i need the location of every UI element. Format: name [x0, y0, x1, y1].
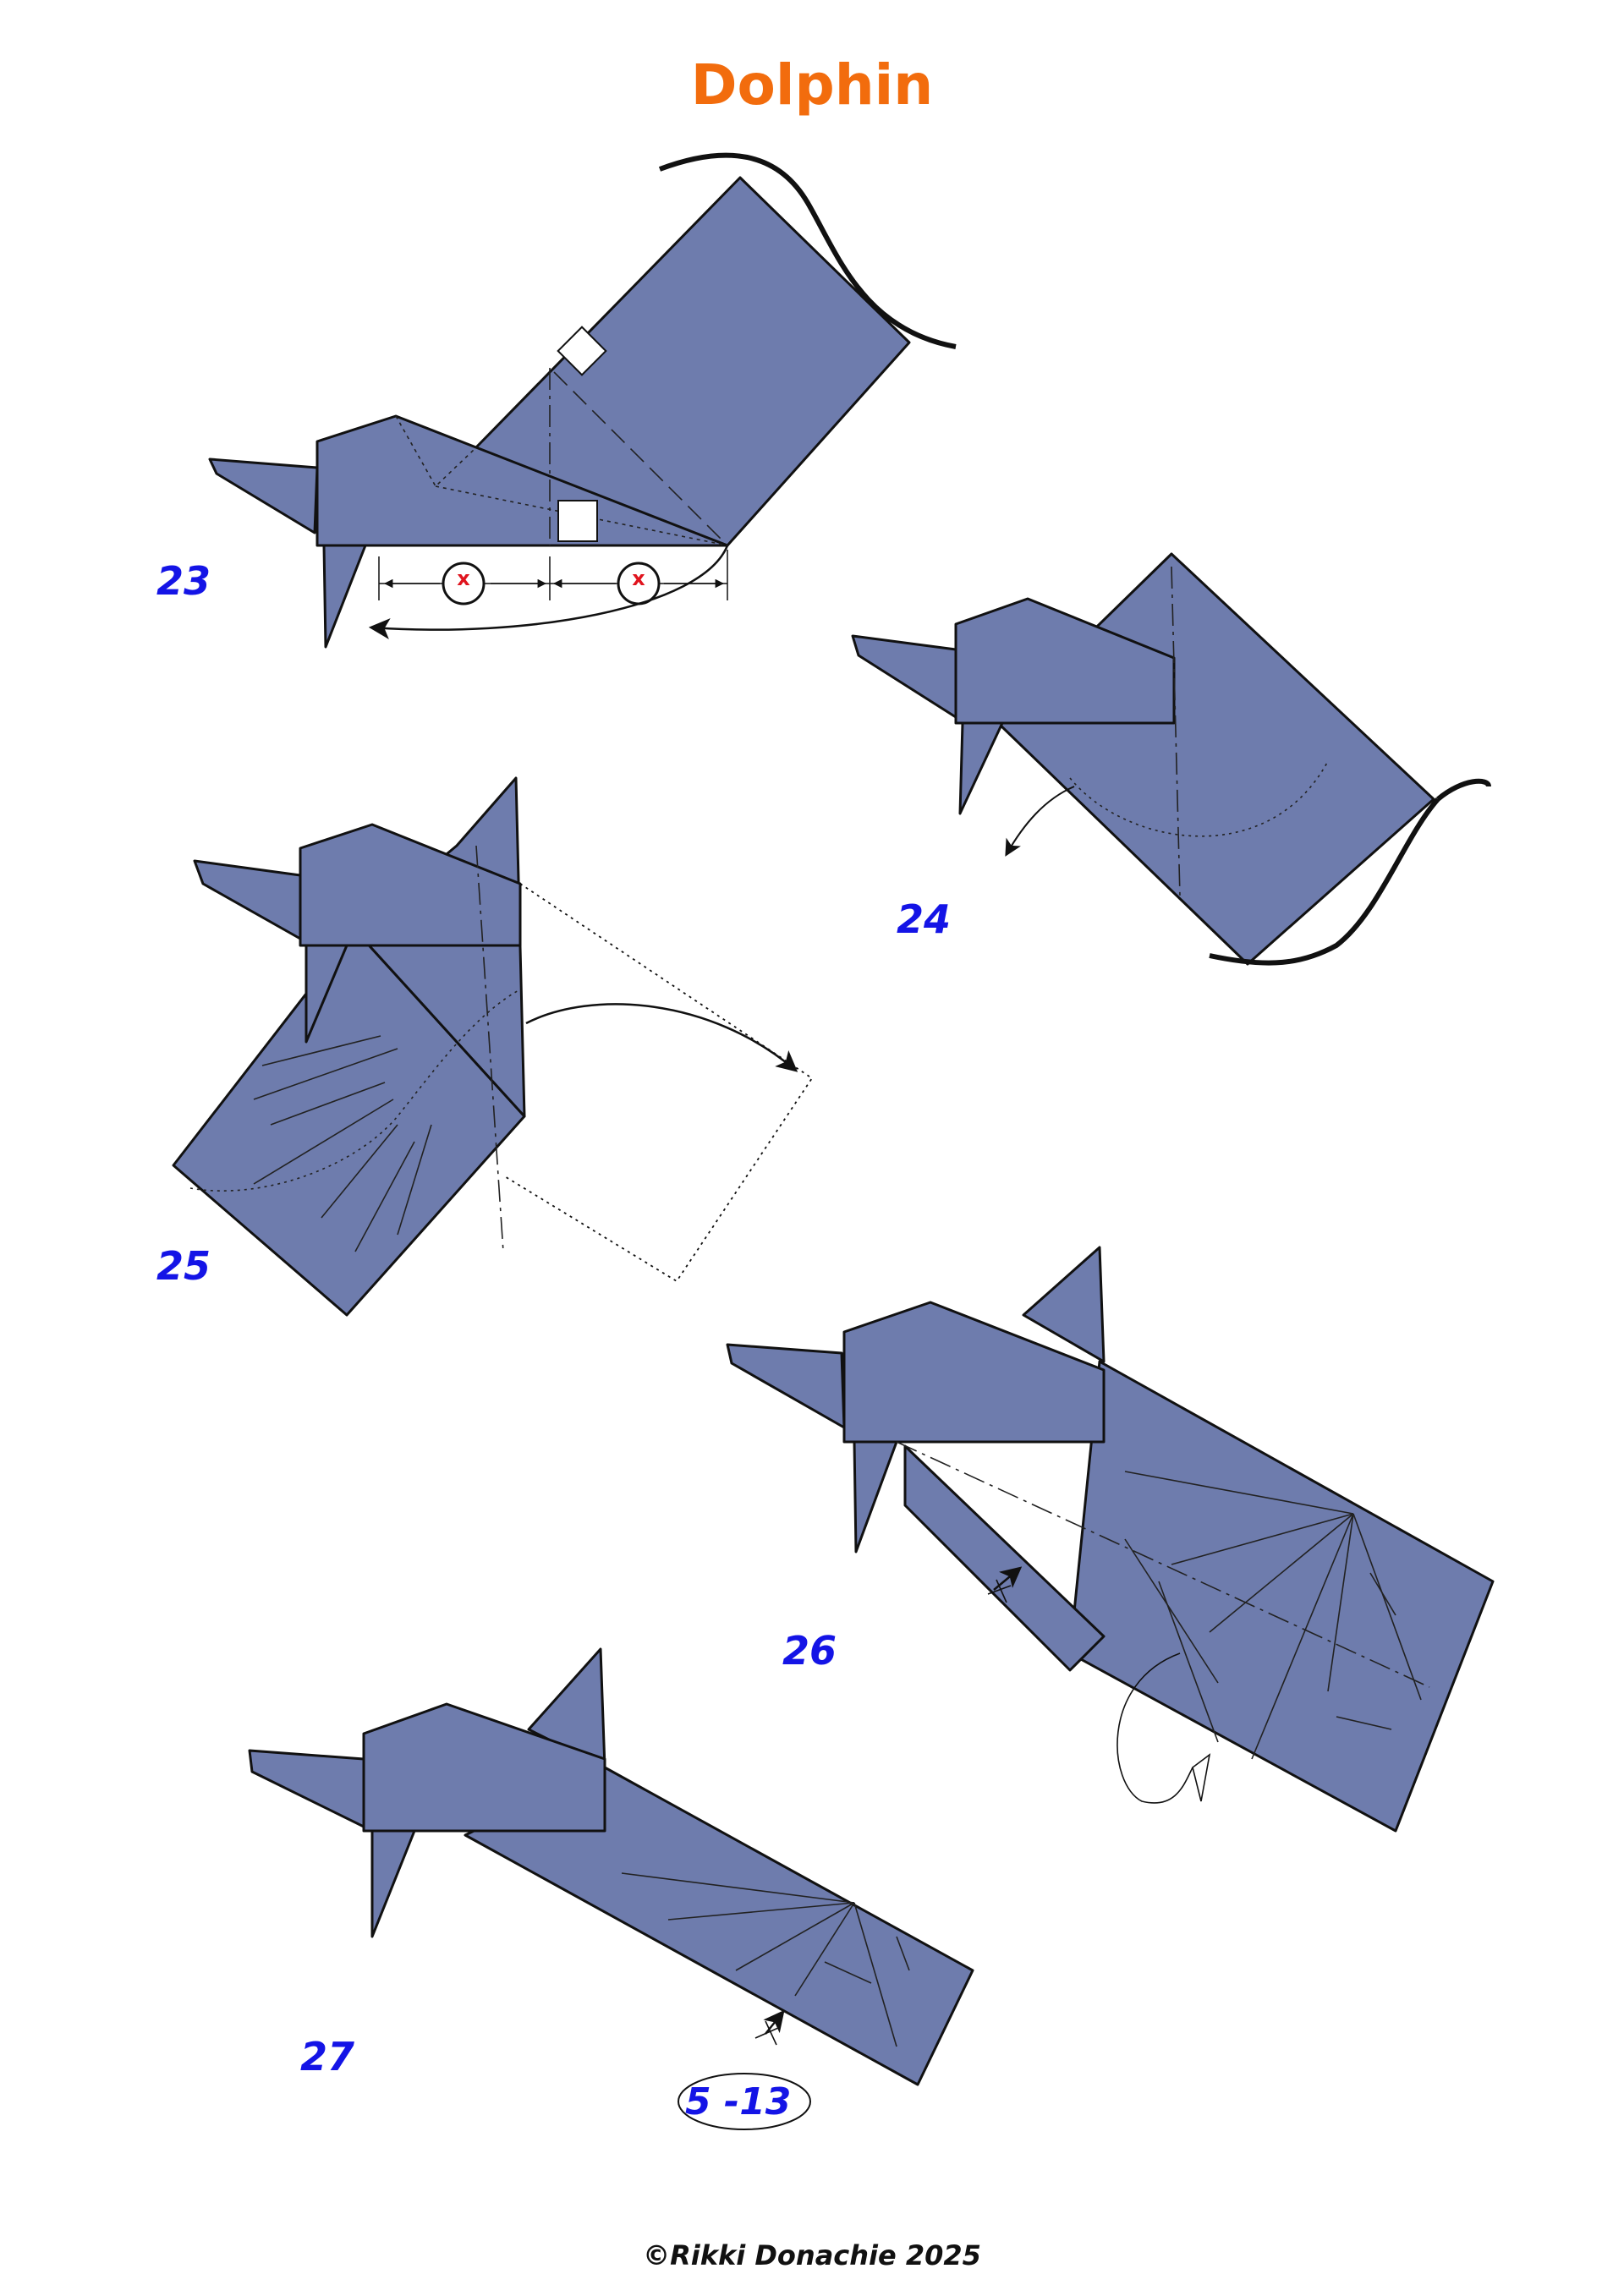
step-24-snout	[851, 634, 957, 719]
step-23-mountain-fold-line	[553, 371, 728, 546]
step-27-figure	[248, 1647, 974, 2130]
step-25-fin	[304, 944, 348, 1044]
step-23-figure	[208, 152, 957, 649]
step-27-reference-oval	[678, 2073, 811, 2130]
step-25-fold-outline	[502, 883, 814, 1283]
step-25-valley-fold-line	[475, 845, 504, 1252]
step-26-turn-arrow	[1116, 1652, 1193, 1804]
step-26-push-arrow	[993, 1566, 1023, 1591]
step-27-crease-pattern	[621, 1872, 910, 2047]
step-23-snout	[208, 458, 319, 534]
step-26-back-fin	[1022, 1246, 1106, 1363]
step-26-body	[1068, 1360, 1495, 1833]
step-25-figure	[172, 776, 814, 1317]
step-23-equal-mark-2-label: x	[632, 567, 645, 590]
step-25-crease-pattern	[253, 1035, 432, 1252]
step-24-fold-arrow	[1005, 786, 1075, 857]
step-24-paper-edge-curve	[1209, 778, 1491, 966]
step-27-head	[362, 1702, 606, 1833]
step-25-snout	[193, 859, 302, 940]
step-number-27: 27	[300, 2034, 355, 2080]
step-24-fin	[958, 721, 1004, 815]
step-24-hidden-edge	[1069, 760, 1329, 837]
step-23-right-angle-mark-2	[557, 500, 598, 542]
step-number-25: 25	[156, 1243, 211, 1289]
step-26-snout	[726, 1343, 846, 1429]
step-26-valley-fold-line	[896, 1441, 1430, 1688]
step-23-fin	[322, 544, 367, 649]
step-23-fold-arrow	[368, 545, 729, 639]
step-number-23: 23	[156, 558, 211, 604]
step-26-head	[842, 1301, 1106, 1444]
step-27-snout	[248, 1749, 365, 1828]
reference-steps-label: 5 -13	[685, 2080, 792, 2123]
step-24-figure	[851, 552, 1491, 966]
step-number-26: 26	[782, 1628, 837, 1674]
step-26-figure	[726, 1246, 1495, 1833]
step-23-paper-edge-curve	[658, 152, 957, 349]
step-25-head	[299, 823, 522, 947]
step-26-lower-flap	[903, 1444, 1106, 1672]
step-24-valley-fold-line	[1171, 566, 1181, 897]
step-27-push-arrow	[763, 2009, 785, 2035]
step-27-fin	[370, 1829, 416, 1938]
page-title: Dolphin	[690, 52, 934, 118]
step-23-hidden-edge	[395, 415, 475, 488]
copyright-footer: ©Rikki Donachie 2025	[643, 2239, 981, 2271]
step-23-equal-mark-1	[442, 562, 486, 606]
step-23-equal-mark-1-label: x	[457, 567, 470, 590]
step-number-24: 24	[897, 896, 952, 942]
step-25-fold-arrow	[525, 1003, 798, 1072]
step-23-right-angle-mark	[557, 326, 607, 376]
step-26-crease-pattern	[1124, 1471, 1422, 1760]
step-26-fin	[853, 1440, 898, 1553]
